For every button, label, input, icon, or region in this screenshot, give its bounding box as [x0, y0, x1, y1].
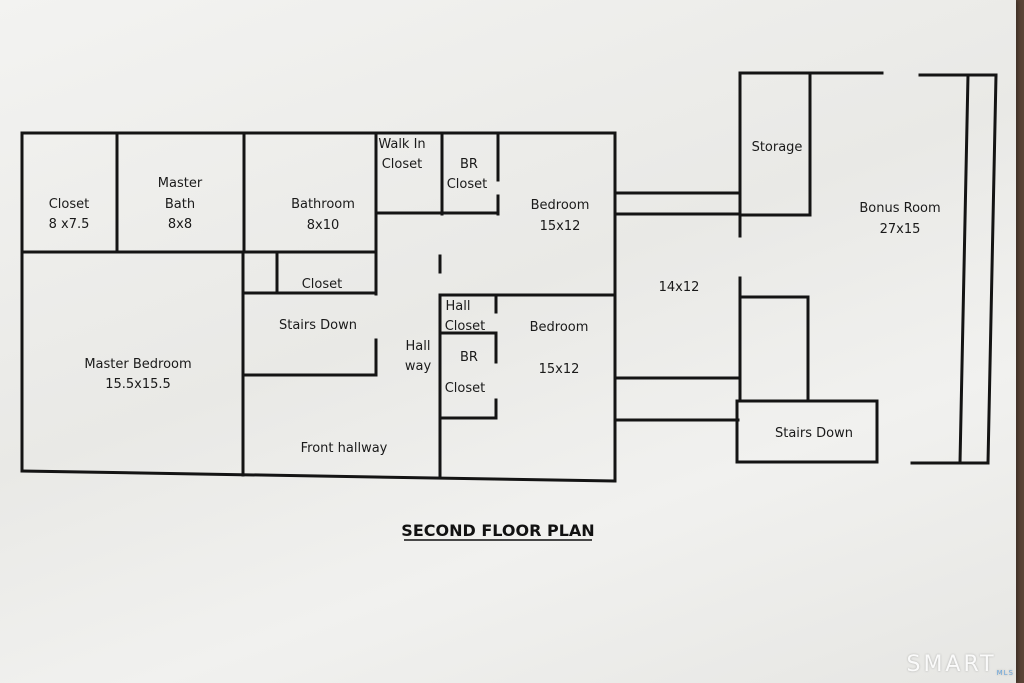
room-bedroom-top-label: Bedroom: [531, 198, 590, 213]
watermark-brand: SMART: [906, 652, 997, 677]
room-master-bath-dims: 8x8: [168, 217, 192, 232]
room-br-closet-bottom-label-2: Closet: [445, 381, 486, 396]
room-br-closet-bottom-label-1: BR: [460, 350, 478, 365]
watermark-sub: MLS: [996, 669, 1014, 677]
room-stairs-down-left-label: Stairs Down: [279, 318, 357, 333]
room-br-closet-top-label-1: BR: [460, 157, 478, 172]
room-walk-in-closet-label-2: Closet: [382, 157, 423, 172]
plan-title: SECOND FLOOR PLAN: [401, 521, 594, 540]
room-bedroom-bottom-dims: 15x12: [539, 362, 580, 377]
room-bedroom-bottom-label: Bedroom: [530, 320, 589, 335]
room-walk-in-closet-label-1: Walk In: [378, 137, 425, 152]
room-closet-label: Closet: [49, 197, 90, 212]
room-hall-closet-label-2: Closet: [445, 319, 486, 334]
room-front-hallway-label: Front hallway: [301, 441, 388, 456]
room-bedroom-top-dims: 15x12: [540, 219, 581, 234]
room-storage-label: Storage: [752, 140, 803, 155]
smart-mls-watermark: SMARTMLS: [906, 652, 1014, 677]
room-closet-dims: 8 x7.5: [49, 217, 90, 232]
room-master-bedroom-dims: 15.5x15.5: [105, 377, 171, 392]
room-hallway-label-2: way: [405, 359, 432, 374]
room-master-bath-label-1: Master: [158, 176, 203, 191]
room-stairs-down-right-label: Stairs Down: [775, 426, 853, 441]
room-bonus-room-dims: 27x15: [880, 222, 921, 237]
room-bathroom-label: Bathroom: [291, 197, 355, 212]
room-master-bath-label-2: Bath: [165, 197, 195, 212]
room-master-bedroom-label: Master Bedroom: [84, 357, 191, 372]
room-hall-closet-label-1: Hall: [446, 299, 471, 314]
room-bathroom-dims: 8x10: [307, 218, 340, 233]
room-closet-small-label: Closet: [302, 277, 343, 292]
walls: [20, 71, 998, 483]
room-middle-dims: 14x12: [659, 280, 700, 295]
room-br-closet-top-label-2: Closet: [447, 177, 488, 192]
room-bonus-room-label: Bonus Room: [859, 201, 940, 216]
room-hallway-label-1: Hall: [406, 339, 431, 354]
